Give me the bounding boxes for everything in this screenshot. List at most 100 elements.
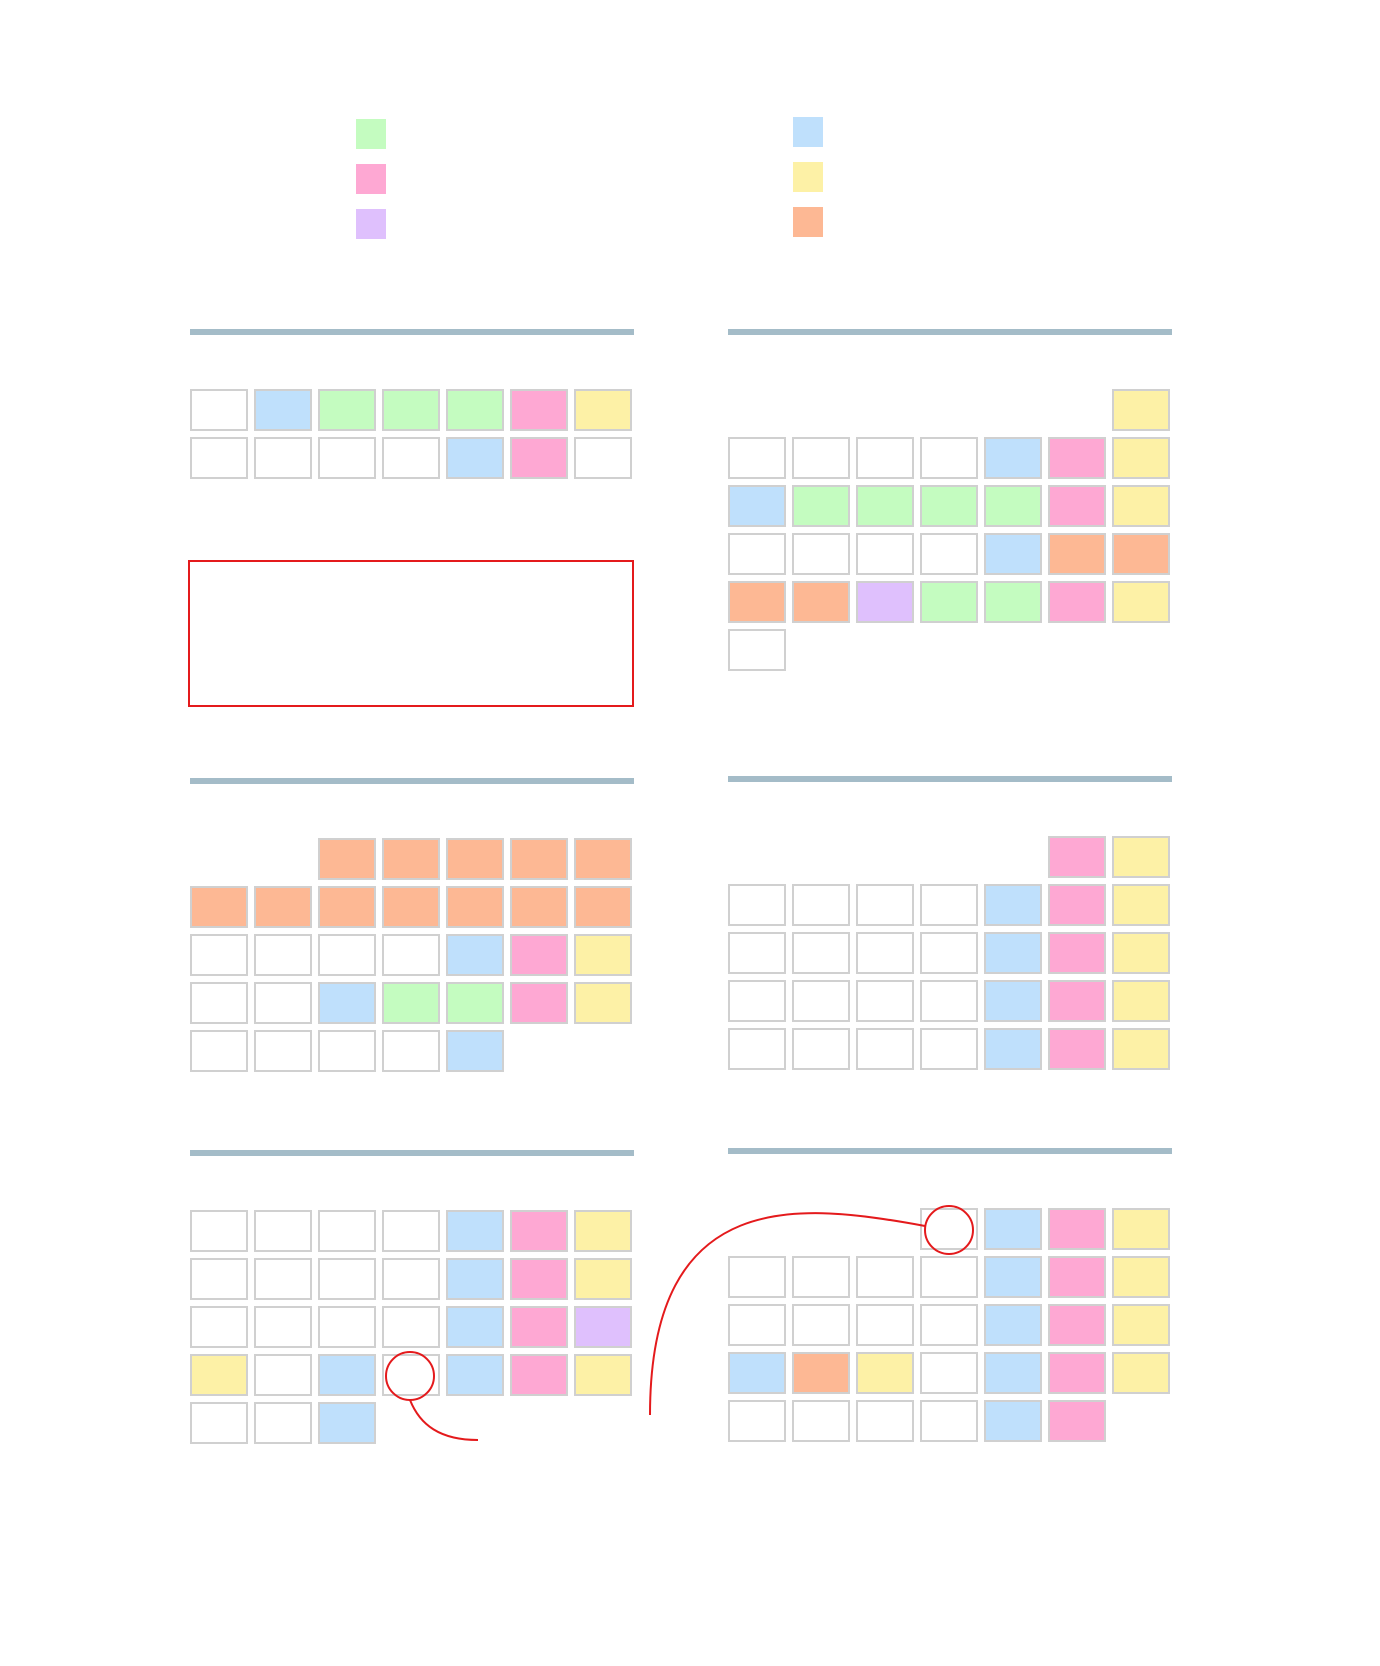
grid-cell-empty	[728, 1304, 786, 1346]
grid-cell-green	[446, 389, 504, 431]
panel-rule	[190, 1150, 634, 1156]
grid-cell-blue	[984, 1304, 1042, 1346]
grid-cell-orange	[446, 838, 504, 880]
panel-rule	[728, 329, 1172, 335]
grid-cell-empty	[856, 1400, 914, 1442]
grid-cell-empty	[318, 1258, 376, 1300]
grid-cell-empty	[254, 982, 312, 1024]
grid-cell-blue	[984, 980, 1042, 1022]
grid-cell-purple	[574, 1306, 632, 1348]
grid-cell-pink	[510, 1306, 568, 1348]
grid-cell-empty	[920, 1256, 978, 1298]
grid-cell-blue	[984, 1400, 1042, 1442]
grid-cell-empty	[920, 1028, 978, 1070]
grid-cell-empty	[382, 437, 440, 479]
grid-cell-empty	[856, 1256, 914, 1298]
grid-cell-blue	[984, 1256, 1042, 1298]
grid-cell-empty	[728, 1028, 786, 1070]
grid-cell-blue	[984, 1208, 1042, 1250]
grid-cell-empty	[318, 1306, 376, 1348]
grid-cell-blue	[446, 1306, 504, 1348]
grid-cell-empty	[254, 1306, 312, 1348]
grid-cell-pink	[1048, 581, 1106, 623]
grid-cell-empty	[792, 1400, 850, 1442]
grid-cell-yellow	[1112, 980, 1170, 1022]
grid-cell-orange	[510, 886, 568, 928]
grid-cell-empty	[254, 1030, 312, 1072]
grid-cell-pink	[1048, 980, 1106, 1022]
grid-cell-orange	[254, 886, 312, 928]
grid-cell-pink	[1048, 1028, 1106, 1070]
grid-cell-empty	[382, 1030, 440, 1072]
grid-cell-orange	[318, 838, 376, 880]
grid-cell-yellow	[574, 1258, 632, 1300]
grid-cell-pink	[1048, 1352, 1106, 1394]
legend-swatch-blue	[793, 117, 823, 147]
grid-cell-orange	[574, 838, 632, 880]
grid-cell-pink	[510, 1258, 568, 1300]
grid-cell-pink	[1048, 1256, 1106, 1298]
grid-cell-empty	[920, 437, 978, 479]
grid-cell-pink	[1048, 1400, 1106, 1442]
grid-cell-empty	[920, 980, 978, 1022]
grid-cell-blue	[728, 485, 786, 527]
grid-cell-orange	[792, 1352, 850, 1394]
grid-cell-yellow	[574, 1210, 632, 1252]
grid-cell-yellow	[574, 934, 632, 976]
grid-cell-empty	[190, 389, 248, 431]
grid-cell-empty	[792, 884, 850, 926]
grid-cell-pink	[1048, 485, 1106, 527]
grid-cell-yellow	[1112, 581, 1170, 623]
grid-cell-empty	[190, 982, 248, 1024]
grid-cell-empty	[318, 1210, 376, 1252]
grid-cell-green	[984, 485, 1042, 527]
grid-cell-green	[920, 485, 978, 527]
grid-cell-empty	[254, 1402, 312, 1444]
grid-cell-empty	[190, 1306, 248, 1348]
grid-cell-empty	[920, 1208, 978, 1250]
grid-cell-empty	[254, 1210, 312, 1252]
grid-cell-pink	[510, 982, 568, 1024]
grid-cell-yellow	[1112, 932, 1170, 974]
grid-cell-yellow	[1112, 1352, 1170, 1394]
grid-cell-yellow	[1112, 836, 1170, 878]
grid-cell-blue	[318, 1402, 376, 1444]
grid-cell-yellow	[1112, 1304, 1170, 1346]
grid-cell-blue	[318, 982, 376, 1024]
grid-cell-yellow	[856, 1352, 914, 1394]
grid-cell-empty	[382, 1354, 440, 1396]
grid-cell-yellow	[1112, 389, 1170, 431]
grid-cell-blue	[446, 1210, 504, 1252]
grid-cell-empty	[728, 629, 786, 671]
legend-swatch-pink	[356, 164, 386, 194]
grid-cell-green	[856, 485, 914, 527]
grid-cell-empty	[792, 1304, 850, 1346]
grid-cell-blue	[318, 1354, 376, 1396]
grid-cell-green	[984, 581, 1042, 623]
grid-cell-blue	[984, 1028, 1042, 1070]
grid-cell-empty	[728, 437, 786, 479]
grid-cell-pink	[1048, 884, 1106, 926]
grid-cell-empty	[190, 1210, 248, 1252]
grid-cell-blue	[728, 1352, 786, 1394]
grid-cell-empty	[190, 1402, 248, 1444]
grid-cell-empty	[382, 1306, 440, 1348]
grid-cell-empty	[382, 1258, 440, 1300]
grid-cell-empty	[792, 932, 850, 974]
grid-cell-blue	[446, 1030, 504, 1072]
grid-cell-yellow	[190, 1354, 248, 1396]
grid-cell-blue	[984, 437, 1042, 479]
grid-cell-orange	[792, 581, 850, 623]
grid-cell-empty	[728, 884, 786, 926]
grid-cell-orange	[382, 886, 440, 928]
grid-cell-empty	[792, 980, 850, 1022]
grid-cell-empty	[856, 980, 914, 1022]
grid-cell-yellow	[1112, 1256, 1170, 1298]
legend-swatch-yellow	[793, 162, 823, 192]
grid-cell-yellow	[574, 982, 632, 1024]
grid-cell-pink	[1048, 437, 1106, 479]
grid-cell-empty	[318, 1030, 376, 1072]
legend-swatch-purple	[356, 209, 386, 239]
annotation-box	[188, 560, 634, 707]
grid-cell-pink	[1048, 1304, 1106, 1346]
